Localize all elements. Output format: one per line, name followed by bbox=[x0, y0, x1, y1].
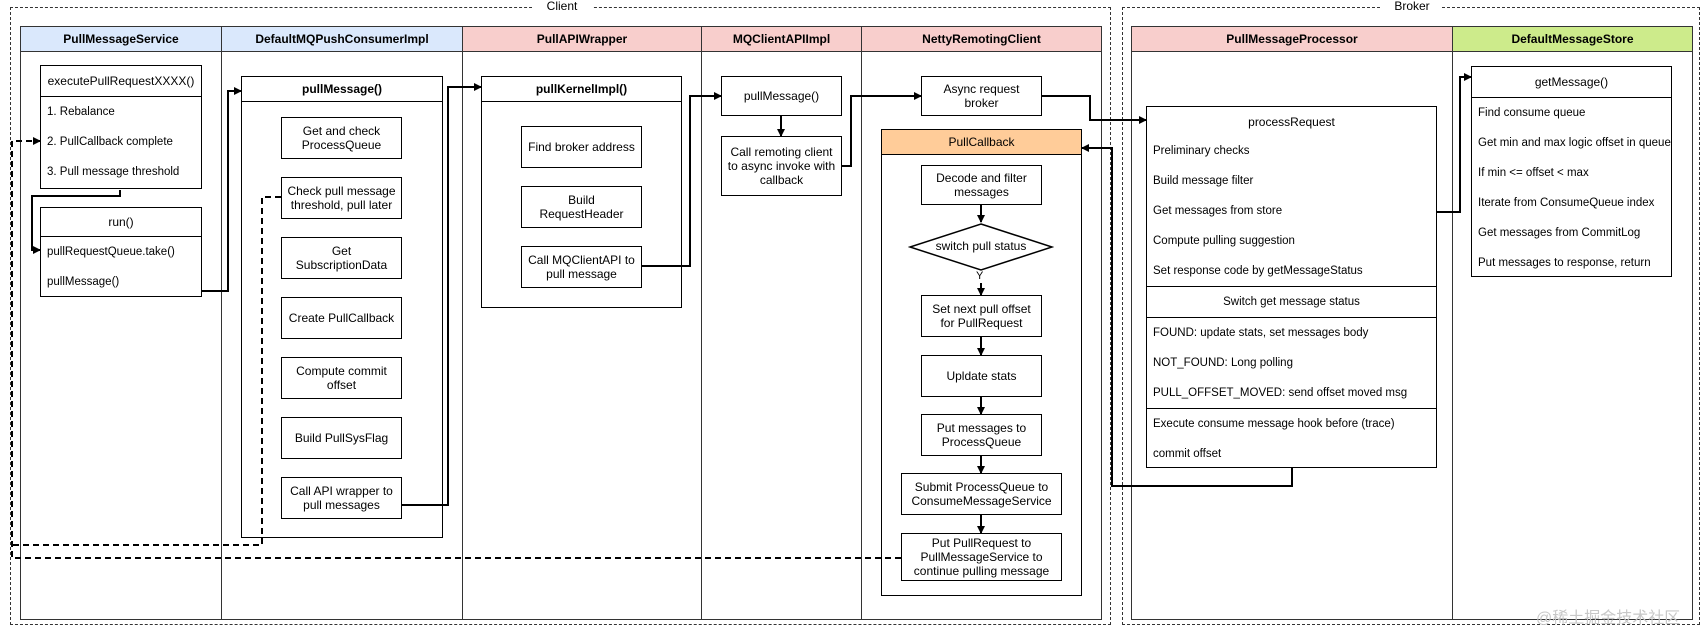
consumer-pull-message-title: pullMessage() bbox=[242, 77, 442, 102]
get-commitlog-row: Get messages from CommitLog bbox=[1478, 227, 1641, 239]
lane-title: PullAPIWrapper bbox=[463, 27, 701, 52]
call-api-wrapper-step: Call API wrapper to pull messages bbox=[281, 477, 402, 519]
rebalance-row: 1. Rebalance bbox=[47, 106, 115, 118]
call-mqclientapi-step: Call MQClientAPI to pull message bbox=[521, 246, 642, 288]
lane-title: DefaultMQPushConsumerImpl bbox=[222, 27, 462, 52]
offset-moved-row: PULL_OFFSET_MOVED: send offset moved msg bbox=[1153, 387, 1408, 399]
queue-take-row: pullRequestQueue.take() bbox=[47, 246, 175, 258]
pull-message-row: pullMessage() bbox=[47, 276, 120, 288]
build-filter-row: Build message filter bbox=[1153, 175, 1254, 187]
offset-range-row: If min <= offset < max bbox=[1478, 167, 1589, 179]
switch-status-row: Switch get message status bbox=[1223, 296, 1360, 308]
run-title: run() bbox=[41, 208, 201, 237]
decode-filter-step: Decode and filter messages bbox=[921, 165, 1042, 205]
async-request-broker-box: Async request broker bbox=[921, 76, 1042, 116]
build-request-header-step: Build RequestHeader bbox=[521, 186, 642, 228]
yes-label: Y bbox=[976, 270, 984, 282]
run-box: run() pullRequestQueue.take() pullMessag… bbox=[40, 207, 202, 297]
execute-pull-request-title: executePullRequestXXXX() bbox=[41, 66, 201, 97]
compute-commit-offset-step: Compute commit offset bbox=[281, 357, 402, 399]
lane-title: DefaultMessageStore bbox=[1453, 27, 1692, 52]
process-request-box: processRequest Preliminary checks Build … bbox=[1146, 106, 1437, 468]
preliminary-checks-row: Preliminary checks bbox=[1153, 145, 1250, 157]
compute-suggestion-row: Compute pulling suggestion bbox=[1153, 235, 1295, 247]
find-consume-queue-row: Find consume queue bbox=[1478, 107, 1586, 119]
put-response-row: Put messages to response, return bbox=[1478, 257, 1651, 269]
api-pull-message-box: pullMessage() bbox=[721, 76, 842, 116]
pull-threshold-row: 3. Pull message threshold bbox=[47, 166, 180, 178]
create-pullcallback-step: Create PullCallback bbox=[281, 297, 402, 339]
consume-hook-row: Execute consume message hook before (tra… bbox=[1153, 418, 1395, 430]
check-process-queue-step: Get and check ProcessQueue bbox=[281, 117, 402, 159]
get-message-box: getMessage() Find consume queue Get min … bbox=[1471, 66, 1672, 277]
lane-title: NettyRemotingClient bbox=[862, 27, 1101, 52]
lane-default-message-store: DefaultMessageStore bbox=[1452, 26, 1693, 620]
iterate-index-row: Iterate from ConsumeQueue index bbox=[1478, 197, 1655, 209]
find-broker-address-step: Find broker address bbox=[521, 126, 642, 168]
build-pullsysflag-step: Build PullSysFlag bbox=[281, 417, 402, 459]
lane-title: PullMessageService bbox=[21, 27, 221, 52]
submit-process-queue-step: Submit ProcessQueue to ConsumeMessageSer… bbox=[901, 473, 1062, 515]
get-message-title: getMessage() bbox=[1472, 67, 1671, 98]
diamond-shape bbox=[907, 223, 1055, 271]
update-stats-step: Upldate stats bbox=[921, 355, 1042, 397]
watermark-text: @稀土掘金技术社区 bbox=[1536, 610, 1681, 627]
check-threshold-step: Check pull message threshold, pull later bbox=[281, 177, 402, 219]
found-row: FOUND: update stats, set messages body bbox=[1153, 327, 1369, 339]
broker-group-label: Broker bbox=[1382, 0, 1442, 12]
not-found-row: NOT_FOUND: Long polling bbox=[1153, 357, 1293, 369]
get-messages-row: Get messages from store bbox=[1153, 205, 1283, 217]
lane-title: PullMessageProcessor bbox=[1132, 27, 1452, 52]
execute-pull-request-box: executePullRequestXXXX() 1. Rebalance 2.… bbox=[40, 65, 202, 189]
pullcallback-title: PullCallback bbox=[882, 130, 1081, 155]
get-subscription-step: Get SubscriptionData bbox=[281, 237, 402, 279]
commit-offset-row: commit offset bbox=[1153, 448, 1222, 460]
set-next-offset-step: Set next pull offset for PullRequest bbox=[921, 295, 1042, 337]
set-response-code-row: Set response code by getMessageStatus bbox=[1153, 265, 1363, 277]
client-group-label: Client bbox=[532, 0, 592, 12]
put-pullrequest-step: Put PullRequest to PullMessageService to… bbox=[901, 533, 1062, 581]
switch-pull-status-diamond: switch pull status bbox=[907, 222, 1055, 272]
call-remoting-client-step: Call remoting client to async invoke wit… bbox=[721, 136, 842, 196]
switch-pull-status-label: switch pull status bbox=[935, 239, 1027, 253]
pull-kernel-impl-title: pullKernelImpl() bbox=[482, 77, 681, 102]
lane-title: MQClientAPIImpl bbox=[702, 27, 861, 52]
get-min-max-row: Get min and max logic offset in queue bbox=[1478, 136, 1671, 149]
pullcallback-complete-row: 2. PullCallback complete bbox=[47, 136, 173, 148]
put-messages-step: Put messages to ProcessQueue bbox=[921, 414, 1042, 456]
process-request-title: processRequest bbox=[1248, 114, 1335, 129]
